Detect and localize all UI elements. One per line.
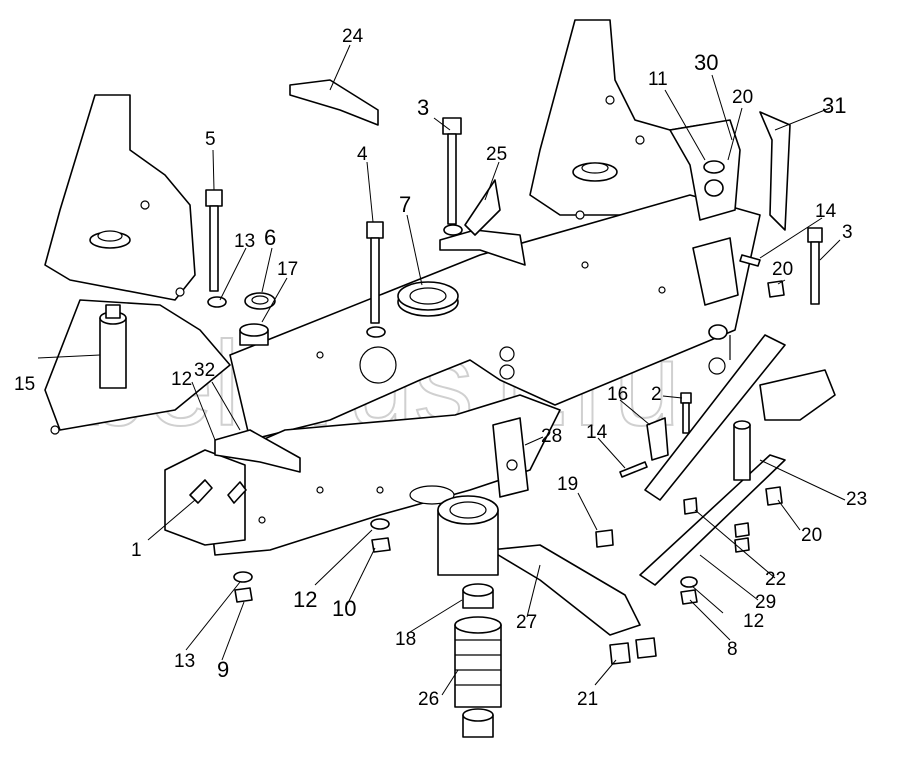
- clamp-block-upper: [692, 237, 739, 306]
- part-28-block: [492, 417, 529, 498]
- label-28: 28: [541, 426, 562, 447]
- part-2-bolt: [680, 392, 692, 404]
- label-12-lower: 12: [293, 587, 317, 612]
- label-18: 18: [395, 629, 416, 650]
- callout-labels: 24 30 11 20 31 3 25 5 4 7 13 6 17 14 3 2…: [14, 26, 867, 710]
- part-7-ring: [397, 281, 459, 317]
- label-10: 10: [332, 596, 356, 621]
- label-7: 7: [399, 192, 411, 217]
- label-3-upper: 3: [417, 95, 429, 120]
- washer: [443, 224, 463, 236]
- label-20-lower: 20: [801, 525, 822, 546]
- label-17: 17: [277, 259, 298, 280]
- label-5: 5: [205, 129, 216, 150]
- nut: [734, 522, 750, 538]
- part-1-plate: [164, 449, 247, 546]
- part-31-plate: [759, 111, 791, 231]
- label-3-right: 3: [842, 222, 853, 243]
- part-29-link: [639, 454, 786, 586]
- label-20-top: 20: [732, 87, 753, 108]
- part-15-pin: [99, 304, 127, 389]
- part-14-pin-upper: [739, 254, 761, 267]
- part-12-washer-right: [680, 576, 698, 588]
- leader-lines: [37, 44, 846, 696]
- part-21-nut-b: [635, 637, 657, 659]
- right-bracket: [529, 19, 736, 226]
- part-13-washer: [207, 296, 227, 308]
- label-15: 15: [14, 374, 35, 395]
- part-26-shaft: [454, 616, 502, 738]
- label-21: 21: [577, 689, 598, 710]
- label-32: 32: [194, 360, 215, 381]
- part-24-bracket: [289, 79, 379, 126]
- label-12-right: 12: [743, 611, 764, 632]
- label-20-mid: 20: [772, 259, 793, 280]
- label-26: 26: [418, 689, 439, 710]
- label-9: 9: [217, 657, 229, 682]
- part-5-bolt: [205, 189, 223, 292]
- label-16: 16: [607, 384, 628, 405]
- label-27: 27: [516, 612, 537, 633]
- part-23-pin: [733, 424, 751, 481]
- label-11: 11: [648, 69, 668, 90]
- part-19-nut: [595, 529, 614, 548]
- label-13-lower: 13: [174, 651, 195, 672]
- label-25: 25: [486, 144, 507, 165]
- washer: [366, 326, 386, 338]
- part-3-bolt-upper: [442, 117, 462, 225]
- label-30: 30: [694, 50, 718, 75]
- label-29: 29: [755, 592, 776, 613]
- part-9-nut: [234, 587, 253, 603]
- label-1: 1: [131, 540, 142, 561]
- label-6: 6: [264, 225, 276, 250]
- part-10-nut: [371, 537, 391, 553]
- right-ear-bracket: [759, 369, 836, 421]
- part-32-lever: [214, 429, 301, 473]
- part-20-nut-mid: [767, 280, 785, 298]
- part-8-nut: [680, 589, 698, 605]
- label-24: 24: [342, 26, 364, 47]
- part-3-bolt-right: [807, 227, 823, 305]
- label-14-lower: 14: [586, 422, 608, 443]
- lower-plate: [204, 394, 561, 556]
- part-14-pin: [619, 461, 648, 478]
- label-14-upper: 14: [815, 201, 837, 222]
- label-2: 2: [651, 384, 662, 405]
- nut: [734, 537, 750, 553]
- part-13-washer-lower: [233, 571, 253, 583]
- part-12-washer: [370, 518, 390, 530]
- label-4: 4: [357, 144, 368, 165]
- part-18-bushing: [462, 583, 494, 609]
- label-22: 22: [765, 569, 786, 590]
- label-12-upper: 12: [171, 369, 192, 390]
- part-29b-link: [644, 334, 786, 501]
- part-22-bushing: [683, 497, 698, 515]
- part-27-arm: [437, 495, 641, 636]
- label-23: 23: [846, 489, 867, 510]
- part-4-bolt: [366, 221, 384, 324]
- left-bracket: [44, 94, 231, 435]
- label-31: 31: [822, 93, 846, 118]
- label-19: 19: [557, 474, 578, 495]
- part-21-nut-a: [609, 642, 631, 665]
- part-16-block: [646, 417, 669, 461]
- label-13-upper: 13: [234, 231, 255, 252]
- label-8: 8: [727, 639, 738, 660]
